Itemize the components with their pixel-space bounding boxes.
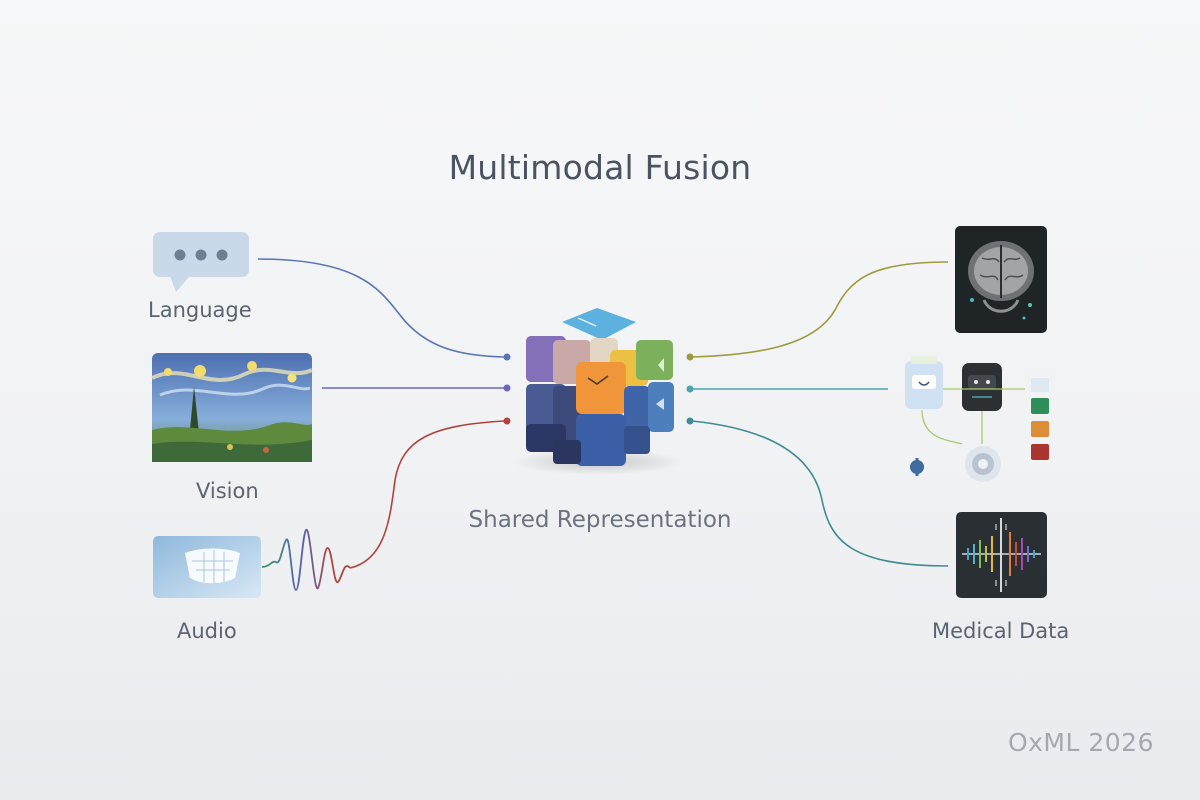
audio-connector-dot [503, 417, 511, 425]
medical-connector-dot [686, 417, 694, 425]
shared-representation-label: Shared Representation [468, 507, 732, 533]
input-label-audio: Audio [177, 619, 237, 643]
waveform-icon [153, 529, 351, 598]
language-connector [257, 258, 506, 358]
brain-connector [691, 261, 949, 358]
footer-event-label: OxML 2026 [1007, 728, 1154, 757]
signal-chart-icon [956, 512, 1047, 598]
diagram-title: Multimodal Fusion [448, 148, 752, 187]
starry-night-painting [151, 353, 313, 462]
audio-connector [349, 420, 506, 569]
devices-connector-dot [686, 385, 694, 393]
medical-devices-icon [905, 356, 1055, 482]
speech-bubble-icon [153, 232, 249, 292]
fusion-cube-icon [513, 308, 683, 475]
language-connector-dot [503, 353, 511, 361]
brain-scan-image [955, 226, 1047, 333]
brain-connector-dot [686, 353, 694, 361]
output-label-medical-data: Medical Data [932, 619, 1070, 643]
input-label-language: Language [148, 298, 252, 322]
input-label-vision: Vision [196, 479, 259, 503]
vision-connector-dot [503, 384, 511, 392]
medical-connector [691, 420, 949, 567]
